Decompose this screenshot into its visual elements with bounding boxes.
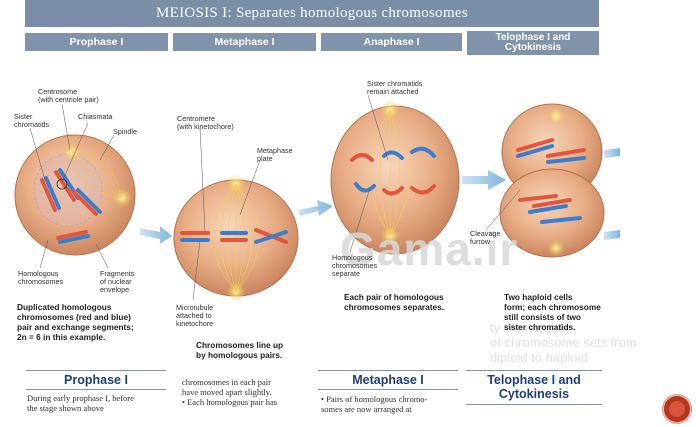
caption-anaphase: Each pair of homologous chromosomes sepa… (344, 292, 445, 312)
divider (466, 370, 602, 371)
divider (318, 370, 458, 371)
label-microtubule: Microtubule attached to kinetochore (176, 303, 214, 328)
stage-header-anaphase: Anaphase I (321, 33, 462, 51)
caption-metaphase: Chromosomes line up by homologous pairs. (196, 340, 284, 360)
metaphase-cell (173, 174, 299, 302)
label-centromere: Centromere (with kinetochore) (177, 114, 234, 131)
arrow-icon (462, 170, 506, 190)
circle-icon (669, 401, 685, 417)
anaphase-cell (330, 100, 460, 255)
body-metaphase-column: chromosomes in each pair have moved apar… (182, 377, 278, 407)
divider (26, 389, 166, 390)
stage-header-metaphase: Metaphase I (173, 33, 316, 51)
section-prophase: Prophase I (64, 373, 128, 387)
label-sister-remain-attached: Sister chromatids remain attached (367, 79, 423, 96)
arrow-icon (604, 148, 620, 158)
divider (466, 404, 602, 405)
next-slide-button[interactable] (662, 394, 692, 424)
telophase-cells (499, 103, 605, 258)
arrow-icon (604, 230, 620, 240)
label-fragments-nuclear-envelope: Fragments of nuclear envelope (100, 269, 135, 294)
label-homologous-separate: Homologous chromosomes separate (332, 253, 378, 278)
label-homologous-chromosomes: Homologous chromosomes (18, 269, 64, 286)
stage-header-telophase: Telophase I and Cytokinesis (467, 31, 599, 55)
label-chiasmata: Chiasmata (78, 112, 113, 121)
watermark: Gama.ir (340, 223, 519, 275)
stage-header-prophase: Prophase I (25, 33, 168, 51)
label-metaphase-plate: Metaphase plate (257, 146, 293, 163)
arrow-icon (140, 226, 172, 244)
divider (318, 389, 458, 390)
label-spindle: Spindle (113, 127, 137, 136)
body-prophase: During early prophase I, before the stag… (27, 393, 134, 413)
label-centrosome: Centrosome (with centriole pair) (38, 87, 99, 104)
section-telophase: Telophase I and Cytokinesis (487, 373, 581, 401)
caption-telophase: Two haploid cells form; each chromosome … (504, 292, 601, 332)
prophase-cell (14, 134, 136, 256)
label-sister-chromatids: Sister chromatids (14, 112, 50, 129)
section-metaphase: Metaphase I (352, 373, 424, 387)
arrow-icon (298, 200, 333, 216)
caption-prophase: Duplicated homologous chromosomes (red a… (17, 302, 134, 342)
faint-text: ty the number of chromosome sets from di… (490, 320, 637, 365)
figure-title: MEIOSIS I: Separates homologous chromoso… (25, 0, 599, 27)
body-metaphase: • Pairs of homologous chromo- somes are … (321, 394, 428, 414)
divider (26, 370, 166, 371)
label-cleavage-furrow: Cleavage furrow (470, 229, 501, 246)
